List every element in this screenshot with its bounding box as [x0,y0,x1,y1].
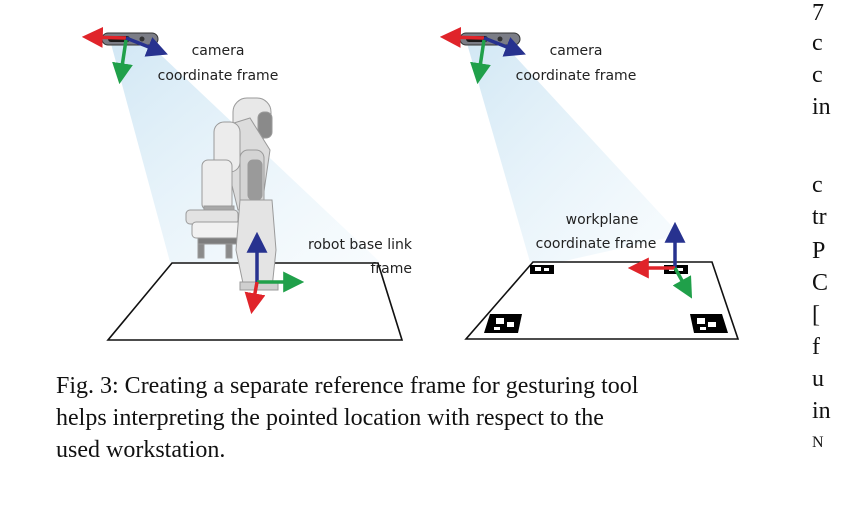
right-panel: camera coordinate frame workplane coordi… [439,26,740,340]
robot-base-label-line2: frame [370,261,412,277]
right-camera-x-axis [439,26,485,48]
right-camera-y-axis [470,39,491,85]
column-fragment: 7 [812,0,824,26]
right-workplane [464,261,740,340]
fiducial-marker-front-left [484,314,522,333]
figure-caption: Fig. 3: Creating a separate reference fr… [56,370,798,466]
left-camera-label-line1: camera [192,43,245,59]
robot-base-x-axis [244,281,266,315]
right-camera-view-cone [466,40,680,262]
left-camera-y-axis [112,39,133,85]
workplane-label-line2: coordinate frame [536,236,657,252]
column-fragment: c [812,172,823,198]
column-fragment: N [812,434,824,451]
column-fragment: c [812,62,823,88]
left-camera-z-axis [125,36,168,57]
right-camera-device [439,26,526,85]
column-fragment: u [812,366,824,392]
right-camera-label-line2: coordinate frame [516,68,637,84]
right-camera-label-line1: camera [550,43,603,59]
left-panel: camera coordinate frame robot base link … [81,26,413,341]
adjacent-column-text: 7 c c in c tr P C [ f u in N [812,0,844,510]
robot-base-frame-axes [244,231,305,315]
caption-line-1: Fig. 3: Creating a separate reference fr… [56,373,639,399]
left-camera-device [81,26,168,85]
column-fragment: in [812,94,831,120]
workplane-frame-axes [627,221,693,299]
left-camera-x-axis [81,26,127,48]
column-fragment: f [812,334,820,360]
column-fragment: [ [812,302,820,328]
left-camera-label-line2: coordinate frame [158,68,279,84]
column-fragment: C [812,270,829,296]
robot-arm [185,97,279,291]
column-fragment: P [812,238,826,264]
column-fragment: tr [812,204,827,230]
workplane-label-line1: workplane [566,212,639,228]
fiducial-marker-front-right [690,314,728,333]
workplane-y-axis [672,267,693,299]
right-camera-z-axis [483,36,526,57]
column-fragment: c [812,30,823,56]
column-fragment: in [812,398,831,424]
caption-line-2: helps interpreting the pointed location … [56,405,604,431]
robot-base-label-line1: robot base link [308,237,413,253]
caption-line-3: used workstation. [56,437,226,463]
fiducial-marker-back-left [530,265,554,274]
